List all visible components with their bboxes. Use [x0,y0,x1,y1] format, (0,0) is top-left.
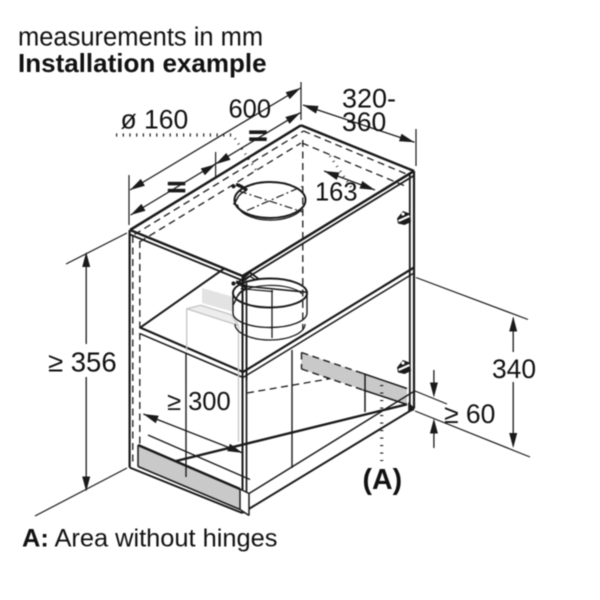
svg-text:(A): (A) [363,464,403,496]
svg-text:A: Area without hinges: A: Area without hinges [22,525,277,553]
svg-text:Installation example: Installation example [18,48,267,78]
svg-text:163: 163 [315,179,358,207]
svg-text:≥ 356: ≥ 356 [48,347,117,378]
svg-text:≥ 300: ≥ 300 [167,388,231,416]
svg-text:600: 600 [229,96,272,124]
svg-text:measurements in mm: measurements in mm [18,24,263,52]
svg-text:340: 340 [492,354,536,384]
svg-text:ø 160: ø 160 [121,104,189,134]
svg-text:320-: 320- [342,84,396,114]
svg-text:360: 360 [342,107,386,137]
svg-text:≥ 60: ≥ 60 [444,399,495,429]
